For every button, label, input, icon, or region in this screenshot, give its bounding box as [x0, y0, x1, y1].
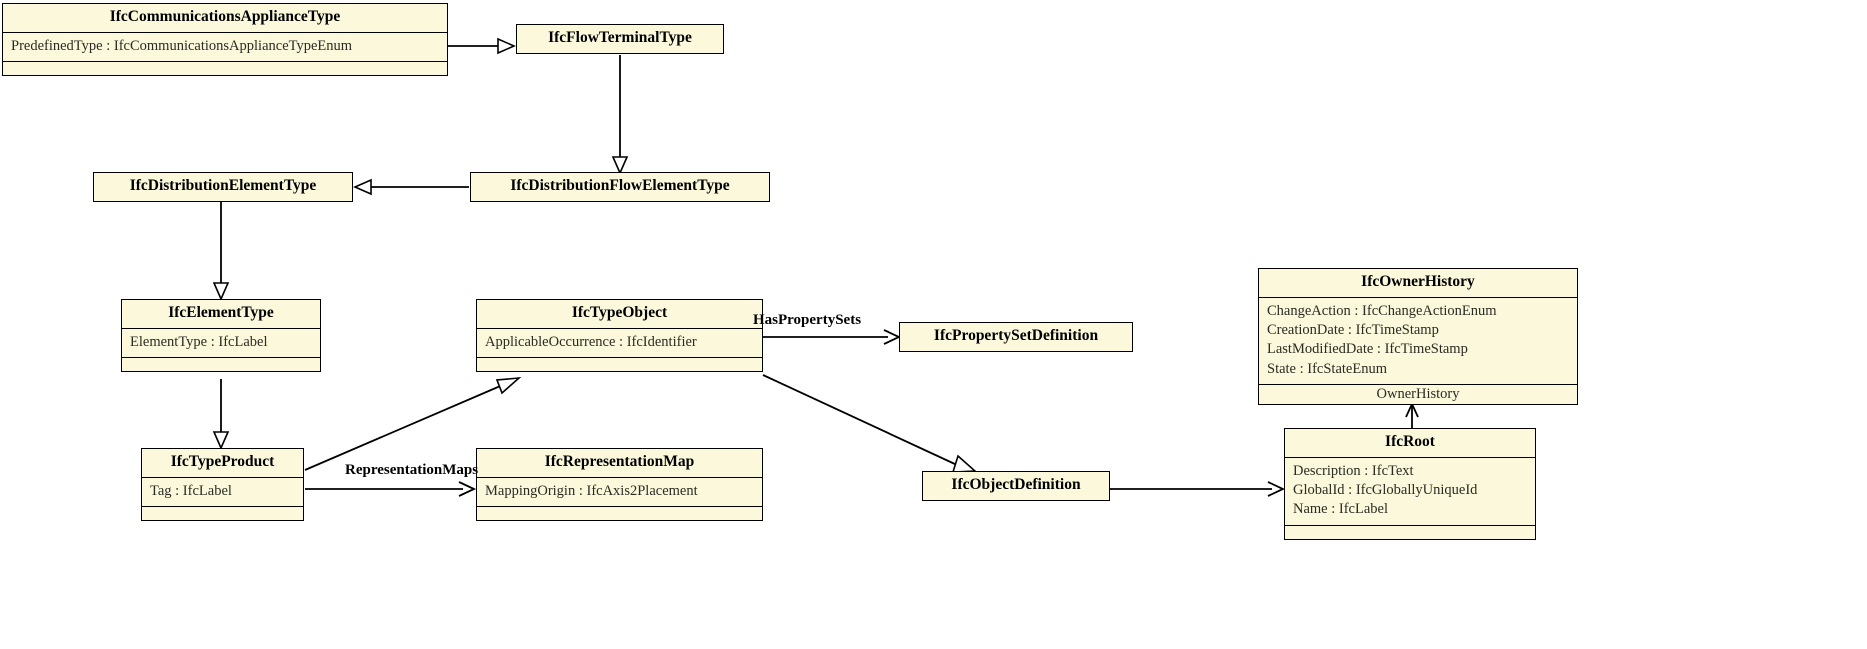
class-title: IfcTypeObject — [571, 304, 668, 321]
class-title: IfcObjectDefinition — [951, 476, 1081, 493]
class-title: IfcRoot — [1385, 433, 1435, 450]
class-attribute: LastModifiedDate : IfcTimeStamp — [1267, 341, 1468, 358]
class-attribute: ApplicableOccurrence : IfcIdentifier — [485, 333, 697, 350]
class-box-ifcroot[interactable]: IfcRoot Description : IfcText GlobalId :… — [1284, 428, 1536, 540]
class-box-ifcdistributionflowelementtype[interactable]: IfcDistributionFlowElementType — [470, 172, 770, 202]
class-attribute: ChangeAction : IfcChangeActionEnum — [1267, 302, 1497, 319]
association-label-representationmaps: RepresentationMaps — [345, 462, 479, 478]
class-attribute: ElementType : IfcLabel — [130, 333, 268, 350]
class-title: IfcOwnerHistory — [1361, 273, 1475, 290]
class-box-ifcelementtype[interactable]: IfcElementType ElementType : IfcLabel — [121, 299, 321, 373]
edge-root-to-ownerhistory — [1405, 401, 1419, 428]
class-title: IfcTypeProduct — [170, 453, 275, 470]
class-box-ifcflowterminaltype[interactable]: IfcFlowTerminalType — [516, 24, 724, 54]
class-title: IfcDistributionFlowElementType — [510, 177, 730, 194]
class-title: IfcCommunicationsApplianceType — [109, 8, 341, 25]
class-box-ifcrepresentationmap[interactable]: IfcRepresentationMap MappingOrigin : Ifc… — [476, 448, 763, 522]
association-label-haspropertysets: HasPropertySets — [753, 312, 862, 328]
class-box-ifccommunicationsappliancetype[interactable]: IfcCommunicationsApplianceType Predefine… — [2, 3, 448, 77]
edge-objectdefinition-to-root — [1110, 481, 1286, 497]
class-attributes: MappingOrigin : IfcAxis2Placement — [477, 476, 762, 506]
edge-distflow-to-distelem — [353, 178, 469, 196]
class-title: IfcFlowTerminalType — [548, 29, 692, 46]
class-attribute: MappingOrigin : IfcAxis2Placement — [485, 482, 698, 499]
class-attributes: Description : IfcText GlobalId : IfcGlob… — [1285, 456, 1535, 525]
class-operations: OwnerHistory — [1259, 383, 1577, 404]
class-attributes: ChangeAction : IfcChangeActionEnum Creat… — [1259, 296, 1577, 384]
class-box-ifctypeproduct[interactable]: IfcTypeProduct Tag : IfcLabel — [141, 448, 304, 522]
class-box-ifcdistributionelementtype[interactable]: IfcDistributionElementType — [93, 172, 353, 202]
class-attributes: PredefinedType : IfcCommunicationsApplia… — [3, 31, 447, 61]
class-attributes: Tag : IfcLabel — [142, 476, 303, 506]
class-attributes: ElementType : IfcLabel — [122, 327, 320, 357]
edge-distelem-to-elemtype — [212, 202, 230, 301]
class-attribute: State : IfcStateEnum — [1267, 360, 1387, 377]
class-box-ifcobjectdefinition[interactable]: IfcObjectDefinition — [922, 471, 1110, 501]
class-title: IfcDistributionElementType — [129, 177, 317, 194]
class-attribute: PredefinedType : IfcCommunicationsApplia… — [11, 37, 353, 54]
edge-comm-to-flowterminal — [447, 37, 516, 55]
edge-elemtype-to-typeproduct — [212, 379, 230, 450]
class-attribute: Description : IfcText — [1293, 462, 1414, 479]
class-attributes: ApplicableOccurrence : IfcIdentifier — [477, 327, 762, 357]
class-box-ifcpropertysetdefinition[interactable]: IfcPropertySetDefinition — [899, 322, 1133, 352]
edge-typeobject-to-objectdefinition — [762, 374, 978, 473]
class-attribute: Name : IfcLabel — [1293, 501, 1389, 518]
edge-typeproduct-to-representationmap — [305, 481, 477, 497]
class-box-ifctypeobject[interactable]: IfcTypeObject ApplicableOccurrence : Ifc… — [476, 299, 763, 373]
class-attribute: Tag : IfcLabel — [150, 482, 232, 499]
class-operations — [477, 506, 762, 520]
class-title: IfcRepresentationMap — [544, 453, 695, 470]
class-title: IfcPropertySetDefinition — [933, 327, 1099, 344]
class-operations — [122, 357, 320, 371]
class-title: IfcElementType — [168, 304, 274, 321]
class-attribute: CreationDate : IfcTimeStamp — [1267, 322, 1439, 339]
class-box-ifcownerhistory[interactable]: IfcOwnerHistory ChangeAction : IfcChange… — [1258, 268, 1578, 406]
edge-typeobject-to-propertysetdefinition — [763, 329, 902, 345]
edge-flowterminal-to-distflow — [611, 55, 629, 175]
class-attribute: GlobalId : IfcGloballyUniqueId — [1293, 482, 1478, 499]
class-operations — [142, 506, 303, 520]
class-operations — [3, 61, 447, 75]
class-operations — [1285, 524, 1535, 539]
class-operations — [477, 357, 762, 371]
